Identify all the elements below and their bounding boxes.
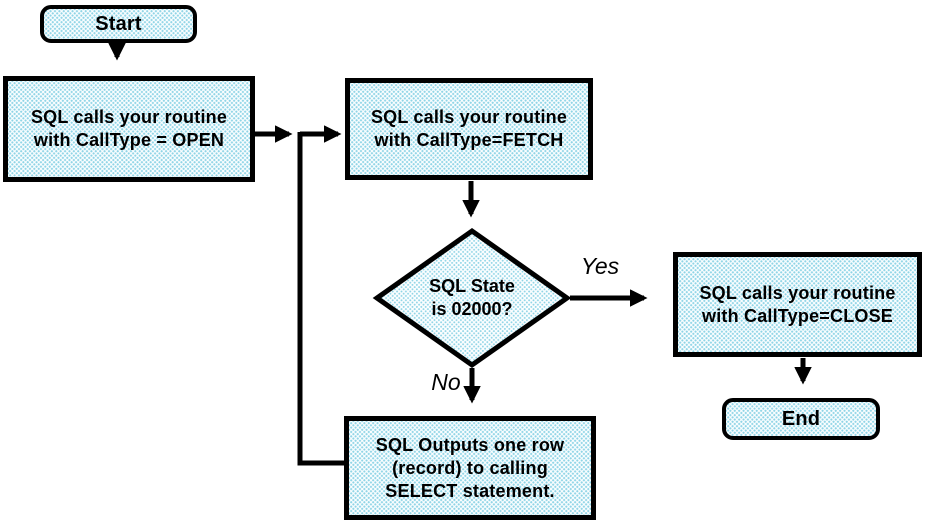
node-open: SQL calls your routine with CallType = O…	[3, 76, 255, 182]
node-open-line2: with CallType = OPEN	[33, 130, 225, 150]
node-close-line2: with CallType=CLOSE	[702, 305, 893, 326]
node-close-line1: SQL calls your routine	[699, 282, 896, 303]
node-output-line1: SQL Outputs one row	[375, 434, 565, 455]
node-output: SQL Outputs one row (record) to calling …	[344, 416, 596, 520]
no-label: No	[431, 369, 461, 395]
decision-diamond	[372, 227, 572, 369]
node-open-line1: SQL calls your routine	[30, 107, 228, 127]
node-decision-line2: is 02000?	[431, 299, 513, 319]
node-close: SQL calls your routine with CallType=CLO…	[673, 252, 922, 357]
node-output-line2: (record) to calling	[392, 457, 548, 478]
node-fetch-line1: SQL calls your routine	[370, 107, 568, 127]
node-decision-label: SQL State is 02000?	[392, 274, 552, 322]
yes-label: Yes	[580, 253, 620, 279]
node-end-label: End	[781, 407, 821, 430]
loop-line-output-to-fetch	[297, 132, 346, 466]
node-output-line3: SELECT statement.	[385, 480, 555, 501]
node-decision-line1: SQL State	[429, 276, 515, 296]
node-start: Start	[40, 5, 197, 43]
node-fetch: SQL calls your routine with CallType=FET…	[345, 78, 593, 180]
node-end: End	[722, 398, 880, 440]
node-fetch-line2: with CallType=FETCH	[374, 130, 564, 150]
node-start-label: Start	[95, 12, 142, 35]
